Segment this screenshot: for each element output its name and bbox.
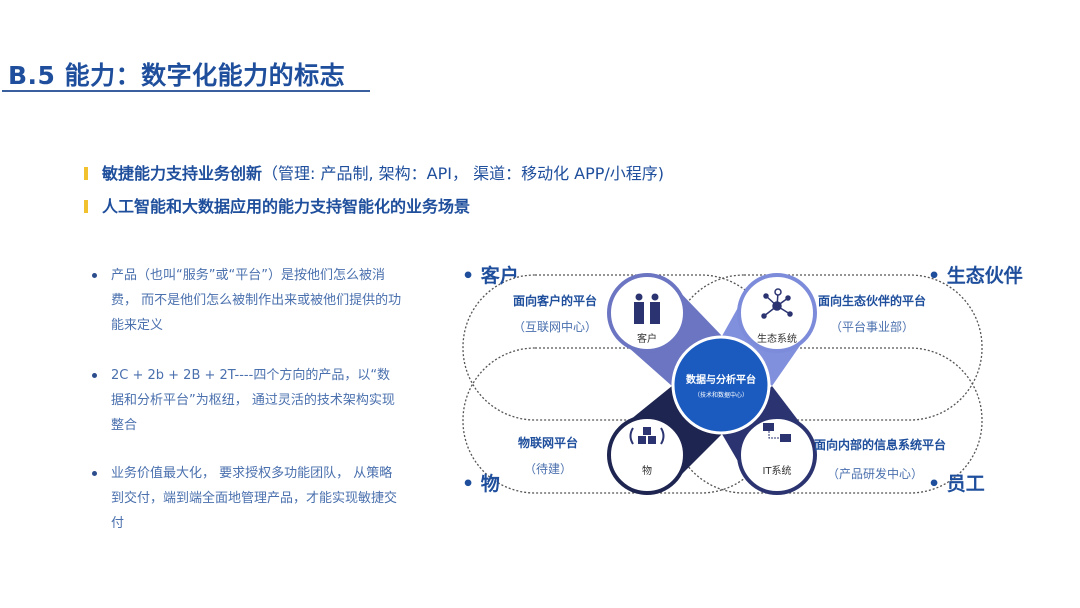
circle-label-customer: 客户 bbox=[637, 332, 657, 345]
platform-iot: 物联网平台 bbox=[518, 435, 578, 450]
point-text: 业务价值最大化， 要求授权多功能团队， 从策略到交付，端到端全面地管理产品，才能… bbox=[111, 466, 398, 531]
computers-icon bbox=[763, 423, 791, 442]
platform-partner: 面向生态伙伴的平台 bbox=[818, 293, 926, 308]
circle-it bbox=[737, 415, 817, 495]
point-text: 2C + 2b + 2B + 2T----四个方向的产品，以“数据和分析平台”为… bbox=[111, 368, 395, 433]
loop-things bbox=[462, 347, 774, 494]
platform-partner-sub: （平台事业部） bbox=[830, 319, 914, 334]
center-sub: （技术和数据中心） bbox=[694, 391, 748, 399]
highlight-2: 人工智能和大数据应用的能力支持智能化的业务场景 bbox=[84, 193, 470, 217]
platform-internal-sub: （产品研发中心） bbox=[827, 466, 923, 481]
page-title: B.5 能力：数字化能力的标志 bbox=[8, 61, 346, 90]
highlight-bold: 人工智能和大数据应用的能力支持智能化的业务场景 bbox=[102, 197, 471, 216]
platform-customer-sub: （互联网中心） bbox=[513, 319, 597, 334]
center-label: 数据与分析平台 bbox=[686, 373, 756, 386]
circle-label-it: IT系统 bbox=[762, 464, 791, 477]
bullet-dot bbox=[92, 373, 97, 378]
platform-customer: 面向客户的平台 bbox=[513, 293, 597, 308]
iot-cubes-icon bbox=[629, 427, 665, 445]
corner-things: • 物 bbox=[462, 472, 500, 495]
platform-iot-sub: （待建） bbox=[524, 462, 572, 476]
network-icon bbox=[761, 288, 793, 319]
people-icon bbox=[634, 293, 660, 324]
point-3: 业务价值最大化， 要求授权多功能团队， 从策略到交付，端到端全面地管理产品，才能… bbox=[92, 461, 402, 536]
circle-things bbox=[607, 415, 687, 495]
bullet-dot bbox=[92, 273, 97, 278]
corner-partner: • 生态伙伴 bbox=[928, 264, 1023, 287]
circle-ecosystem bbox=[737, 273, 817, 353]
point-1: 产品（也叫“服务”或“平台”）是按他们怎么被消费， 而不是他们怎么被制作出来或被… bbox=[92, 263, 402, 338]
point-text: 产品（也叫“服务”或“平台”）是按他们怎么被消费， 而不是他们怎么被制作出来或被… bbox=[111, 268, 402, 333]
bullet-dot bbox=[92, 471, 97, 476]
corner-customer: • 客户 bbox=[462, 264, 519, 287]
center-circle bbox=[671, 335, 771, 435]
highlight-bold: 敏捷能力支持业务创新 bbox=[102, 164, 263, 183]
bullet-bar bbox=[84, 167, 88, 180]
highlight-rest: （管理: 产品制, 架构：API， 渠道：移动化 APP/小程序) bbox=[262, 164, 665, 183]
platform-internal: 面向内部的信息系统平台 bbox=[814, 437, 946, 452]
bullet-bar bbox=[84, 200, 88, 213]
point-2: 2C + 2b + 2B + 2T----四个方向的产品，以“数据和分析平台”为… bbox=[92, 363, 402, 438]
corner-staff: • 员工 bbox=[928, 473, 985, 495]
loop-customer bbox=[462, 274, 774, 421]
circle-label-ecosystem: 生态系统 bbox=[757, 332, 797, 345]
highlight-1: 敏捷能力支持业务创新（管理: 产品制, 架构：API， 渠道：移动化 APP/小… bbox=[84, 160, 664, 184]
circle-customer bbox=[607, 273, 687, 353]
title-underline bbox=[2, 90, 370, 92]
circle-label-things: 物 bbox=[642, 464, 652, 477]
